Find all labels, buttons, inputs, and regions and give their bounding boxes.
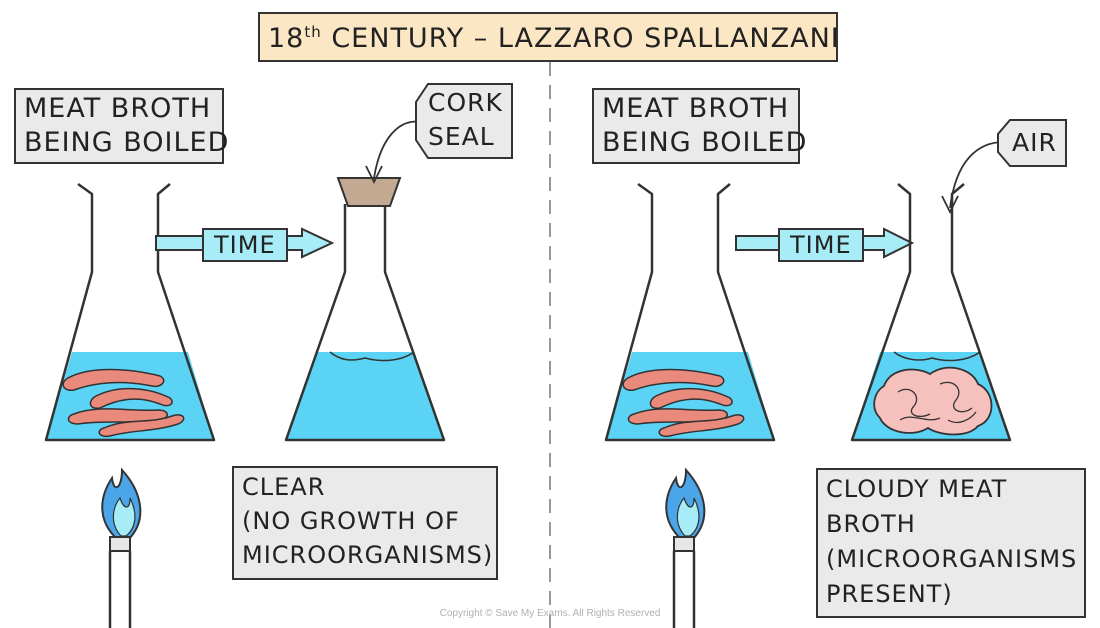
meat-pieces-right: [622, 368, 745, 438]
boil-label-line: BEING BOILED: [602, 127, 808, 158]
air-text: AIR: [1012, 128, 1057, 157]
result-line: BROTH: [826, 510, 916, 538]
result-label-right: CLOUDY MEAT BROTH (MICROORGANISMS PRESEN…: [816, 468, 1086, 618]
result-line: MICROORGANISMS): [242, 541, 494, 569]
air-tag: [997, 119, 1067, 167]
cork-seal-line: CORK: [428, 88, 503, 117]
microorganism-growth: [873, 366, 993, 436]
result-line: (MICROORGANISMS: [826, 545, 1078, 573]
bunsen-burner-left: [101, 467, 142, 628]
clear-broth: [286, 352, 444, 440]
meat-pieces: [62, 368, 185, 438]
flask-boiling-left: [44, 182, 216, 442]
title-superscript: th: [304, 23, 322, 41]
result-line: (NO GROWTH OF: [242, 507, 460, 535]
page-title: 18th CENTURY – LAZZARO SPALLANZANI: [258, 12, 840, 62]
boil-label-line: MEAT BROTH: [602, 93, 790, 124]
cork-seal-line: SEAL: [428, 122, 495, 151]
title-number: 18: [268, 23, 305, 54]
result-line: CLOUDY MEAT: [826, 475, 1008, 503]
result-line: PRESENT): [826, 580, 953, 608]
time-label-left: TIME: [202, 228, 288, 262]
cork-stopper: [336, 177, 402, 207]
boil-label-line: BEING BOILED: [24, 127, 230, 158]
copyright-notice: Copyright © Save My Exams. All Rights Re…: [439, 608, 661, 619]
result-line: CLEAR: [242, 473, 326, 501]
flask-sealed: [284, 177, 446, 442]
cork-seal-pointer: [365, 83, 513, 185]
air-pointer: [941, 119, 1067, 215]
cork-seal-text: CORK SEAL: [428, 86, 512, 154]
boil-label-right: MEAT BROTH BEING BOILED: [592, 88, 808, 164]
flask-boiling-right: [604, 182, 776, 442]
flask-open: [850, 183, 1012, 442]
cork-seal-tag: [415, 83, 513, 159]
boil-label-line: MEAT BROTH: [24, 93, 212, 124]
title-rest: CENTURY – LAZZARO SPALLANZANI: [321, 23, 840, 54]
boil-label-left: MEAT BROTH BEING BOILED: [14, 88, 230, 164]
bunsen-burner-right: [665, 467, 706, 628]
time-label-right: TIME: [778, 228, 864, 262]
result-label-left: CLEAR (NO GROWTH OF MICROORGANISMS): [232, 466, 498, 580]
